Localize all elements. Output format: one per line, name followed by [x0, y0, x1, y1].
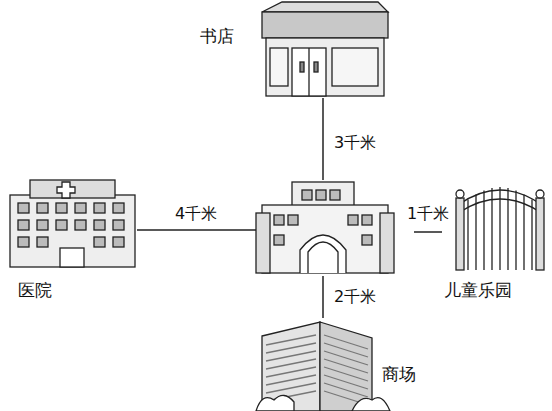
window — [94, 203, 105, 213]
window-row — [266, 343, 316, 353]
window — [94, 220, 105, 230]
distance-label: 4千米 — [173, 204, 219, 223]
park-gate — [456, 187, 544, 270]
window-row — [266, 375, 316, 385]
distance-label: 2千米 — [332, 287, 378, 306]
gate-bar — [491, 188, 492, 270]
window-row — [324, 343, 368, 357]
window-row — [266, 367, 316, 377]
window — [37, 220, 48, 230]
window — [94, 237, 105, 247]
gate-bar — [507, 188, 508, 270]
window — [56, 203, 67, 213]
distance-label: 1千米 — [405, 204, 451, 223]
gate-bar — [499, 187, 500, 270]
gate-bar — [531, 199, 532, 270]
window-row — [266, 351, 316, 361]
roads — [137, 98, 442, 318]
window — [18, 237, 29, 247]
window-row — [324, 375, 368, 389]
window — [56, 220, 67, 230]
window-row — [266, 335, 316, 345]
window — [113, 203, 124, 213]
place-name: 医院 — [18, 280, 52, 300]
place-node: 商场 — [382, 364, 416, 384]
window-row — [324, 359, 368, 373]
window — [75, 220, 86, 230]
distance-label: 3千米 — [332, 133, 378, 152]
place-node: 书店 — [200, 26, 234, 46]
window-row — [266, 359, 316, 369]
window — [18, 203, 29, 213]
bookstore-building — [262, 2, 388, 96]
window — [113, 220, 124, 230]
window-row — [324, 351, 368, 365]
gate-bar — [515, 190, 516, 270]
gate-bar — [475, 194, 476, 270]
hospital-building — [10, 180, 135, 267]
window — [75, 203, 86, 213]
place-name: 儿童乐园 — [444, 280, 512, 300]
window — [113, 237, 124, 247]
school-building — [256, 182, 394, 273]
place-name: 商场 — [382, 364, 416, 384]
mall-building — [256, 322, 390, 411]
place-node: 医院 — [18, 280, 52, 300]
window-row — [324, 367, 368, 381]
gate-bar — [483, 190, 484, 270]
window — [37, 237, 48, 247]
gate-bar — [523, 194, 524, 270]
window-row — [324, 383, 368, 397]
window — [18, 220, 29, 230]
window-row — [266, 383, 316, 393]
place-node: 儿童乐园 — [444, 280, 512, 300]
gate-bar — [467, 199, 468, 270]
window-row — [324, 335, 368, 349]
place-name: 书店 — [200, 26, 234, 46]
window — [37, 203, 48, 213]
